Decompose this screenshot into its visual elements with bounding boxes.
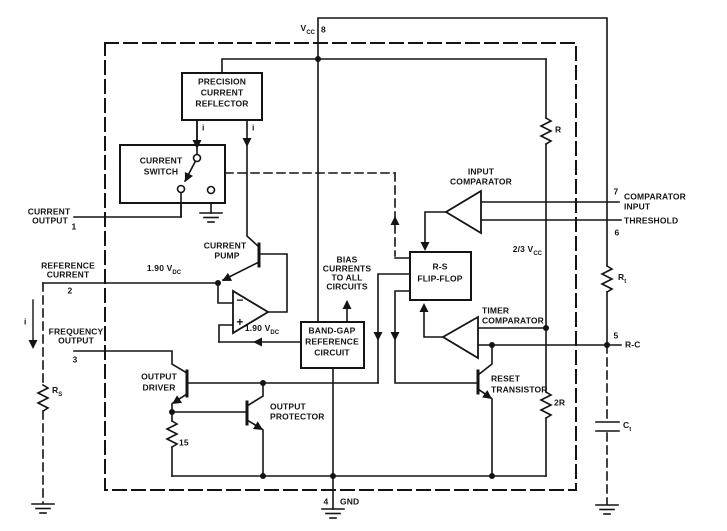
pin7-number: 7 [613, 186, 619, 197]
ground-symbol-rs [31, 503, 55, 514]
output-protector-label: OUTPUT [270, 401, 306, 412]
resistor-r [539, 116, 553, 146]
pin2-label: REFERENCE [41, 260, 95, 271]
pin8-number: 8 [321, 24, 326, 35]
output-protector-label: PROTECTOR [270, 411, 325, 422]
ct-capacitor-label: Ct [623, 420, 632, 433]
pin1-label: OUTPUT [32, 215, 68, 226]
pin7-label: COMPARATOR [624, 191, 686, 202]
bias-currents-label: CIRCUITS [326, 281, 368, 292]
reflector-label: PRECISION [197, 76, 247, 87]
pin7-label: INPUT [624, 201, 651, 212]
opamp-triangle [232, 289, 270, 335]
reset-transistor-label: RESET [491, 373, 521, 384]
input-comparator-label: COMPARATOR [450, 176, 512, 187]
opamp-minus-sign: − [236, 293, 244, 307]
junction-dots [169, 56, 610, 479]
resistor-rt [600, 264, 614, 294]
current-switch-box [119, 144, 226, 204]
pin6-number: 6 [614, 227, 620, 238]
precision-current-reflector-box [181, 72, 263, 121]
opamp-plus-sign: + [236, 315, 244, 329]
output-driver-label: DRIVER [142, 382, 176, 393]
resistor-15 [165, 419, 179, 449]
output-driver-label: OUTPUT [141, 371, 177, 382]
pin5-number: 5 [613, 330, 619, 341]
pin4-number: 4 [323, 496, 329, 507]
vcc-label: VCC [300, 23, 316, 36]
rt-resistor-label: Rt [618, 272, 627, 285]
dashed-wires [42, 172, 608, 505]
arrowheads [28, 138, 492, 430]
pin2-number: 2 [67, 285, 73, 296]
current-i-label-left: i [202, 122, 205, 133]
pin4-label: GND [340, 496, 360, 507]
resistor-2r-label: 2R [554, 397, 566, 408]
reflector-label: CURRENT [200, 87, 244, 98]
ground-symbol-switch [199, 212, 223, 223]
ground-symbol-gnd-pin [321, 508, 345, 519]
current-switch-label: CURRENT [139, 155, 183, 166]
ground-symbol-ct [595, 504, 619, 515]
wires [42, 17, 622, 510]
bias-currents-label: BIAS [336, 254, 358, 265]
reset-transistor-label: TRANSISTOR [491, 384, 548, 395]
flipflop-label: R-S [432, 261, 448, 272]
resistor-r-label: R [555, 124, 562, 135]
input-comparator-label: INPUT [467, 166, 495, 177]
current-pump-label: CURRENT [203, 240, 247, 251]
pin1-number: 1 [71, 221, 77, 232]
ic-boundary-dashed [104, 42, 577, 491]
current-switch-label: SWITCH [143, 166, 179, 177]
pin3-label: FREQUENCY [48, 326, 104, 337]
flipflop-label: FLIP-FLOP [417, 273, 463, 284]
capacitor-ct [595, 421, 620, 432]
band-gap-label: BAND-GAP [308, 325, 356, 336]
pin2-label: CURRENT [46, 269, 90, 280]
current-i-label-right: i [252, 122, 255, 133]
timer-comparator-triangle [441, 315, 479, 360]
bias-currents-label: TO ALL [331, 272, 363, 283]
timer-comparator-label: TIMER [482, 305, 510, 316]
current-pump-label: PUMP [214, 250, 240, 261]
resistor-rs [36, 383, 50, 413]
pin3-number: 3 [72, 354, 78, 365]
resistor-15-label: 15 [179, 437, 189, 448]
input-comparator-triangle [444, 189, 482, 235]
band-gap-label: REFERENCE [305, 336, 359, 347]
opamp-reference-label: 1.90 VDC [244, 323, 280, 336]
timer-comparator-label: COMPARATOR [482, 315, 544, 326]
band-gap-box [300, 321, 365, 369]
resistor-2r [539, 390, 553, 420]
rs-resistor-label: RS [52, 385, 63, 398]
pin1-label: CURRENT [27, 206, 71, 217]
rs-flipflop-box [409, 251, 472, 301]
reference-voltage-label: 1.90 VDC [146, 263, 182, 276]
two-thirds-vcc-label: 2/3 VCC [512, 244, 542, 257]
transistor-base-bars [185, 242, 480, 426]
reflector-label: REFLECTOR [195, 98, 249, 109]
pin6-label: THRESHOLD [624, 215, 679, 226]
pin5-label: R-C [625, 339, 641, 350]
bias-currents-label: CURRENTS [322, 263, 372, 274]
pin3-label: OUTPUT [58, 335, 94, 346]
band-gap-label: CIRCUIT [314, 347, 350, 358]
current-i-label-rs: i [24, 316, 27, 327]
